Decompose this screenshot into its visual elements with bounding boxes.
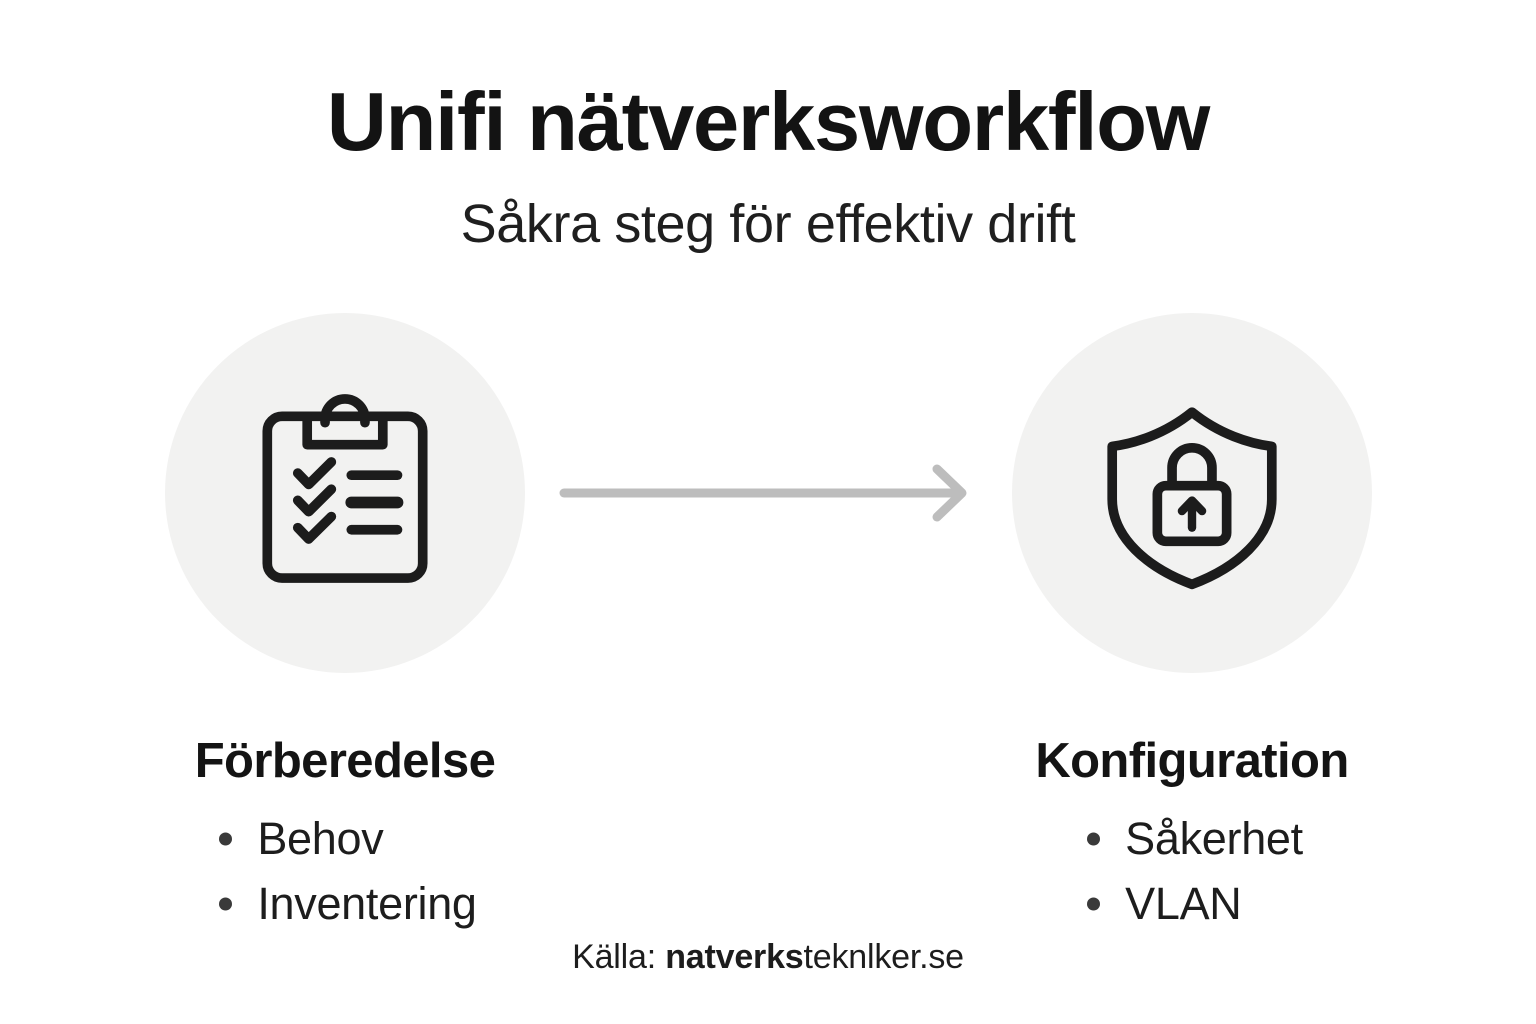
list-item: VLAN [1081,872,1303,937]
step-heading-forberedelse: Förberedelse [194,734,496,788]
step-card-forberedelse: Förberedelse Behov Inventering [110,313,580,936]
list-item: Inventering [213,872,477,937]
step-icon-container-konfiguration [1012,313,1372,673]
step-card-konfiguration: Konfiguration Såkerhet VLAN [957,313,1427,936]
source-brand: natverks [665,938,804,976]
source-domain: teknlker.se [803,938,965,976]
page-title: Unifi nätverksworkflow [326,75,1210,168]
step-bullet-list-forberedelse: Behov Inventering [213,807,477,937]
source-label: Källa: [572,938,666,976]
source-attribution: Källa: natverksteknlker.se [0,938,1536,977]
step-icon-container-forberedelse [165,313,525,673]
arrow-right-icon [559,464,967,522]
list-item: Såkerhet [1081,807,1303,872]
list-item: Behov [213,807,476,872]
step-bullet-list-konfiguration: Såkerhet VLAN [1081,807,1303,937]
step-heading-konfiguration: Konfiguration [1035,734,1349,788]
shield-lock-icon [1107,407,1277,590]
clipboard-checklist-icon [262,394,428,583]
page-subtitle: Såkra steg för effektiv drift [460,194,1076,254]
